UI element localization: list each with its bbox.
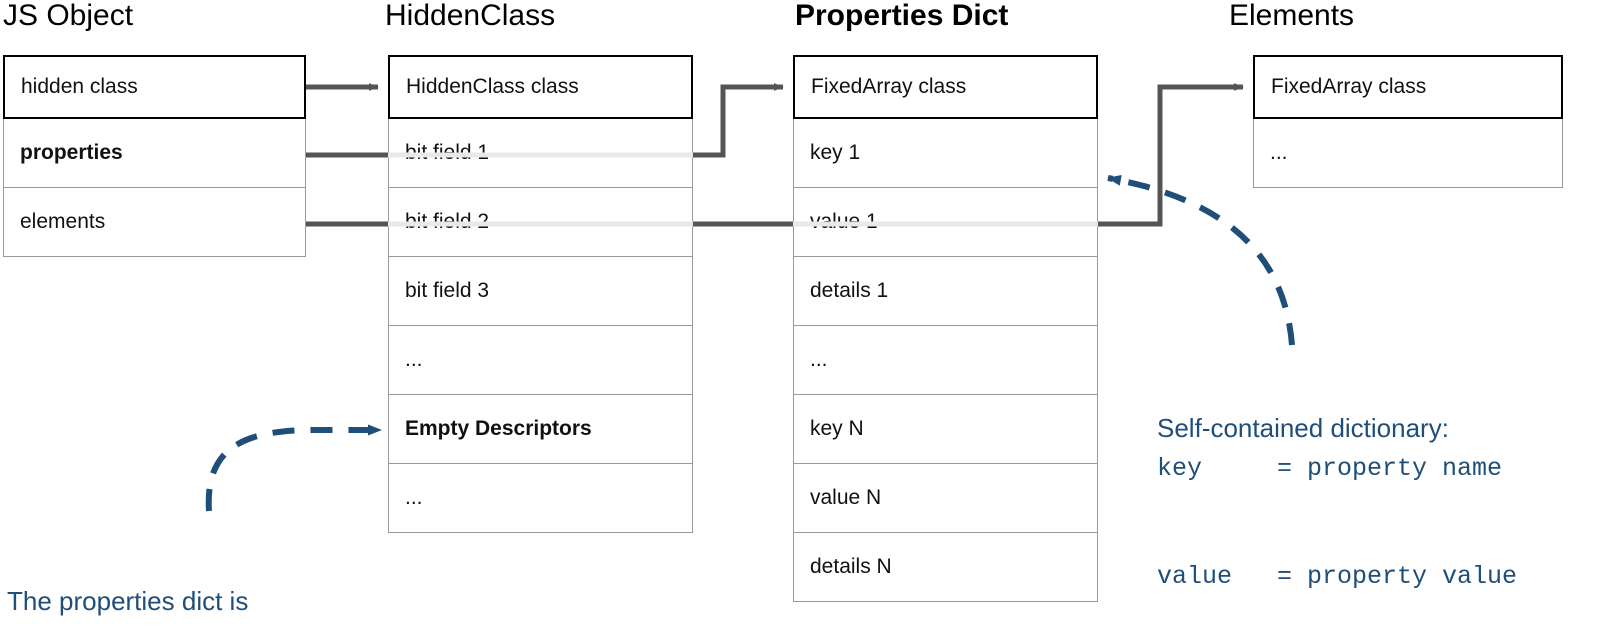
properties-dict-cell-ellipsis[interactable]: ...	[793, 326, 1098, 395]
note-self-contained-dictionary-body: key = property name value = property val…	[1157, 379, 1517, 636]
note-line: Self-contained dictionary:	[1157, 413, 1449, 443]
column-title-hidden-class: HiddenClass	[385, 0, 556, 32]
properties-dict-cell-key-1[interactable]: key 1	[793, 119, 1098, 188]
note-line: The properties dict is	[7, 586, 249, 616]
column-title-elements: Elements	[1229, 0, 1355, 32]
properties-dict-cell-details-1[interactable]: details 1	[793, 257, 1098, 326]
note-line: key = property name	[1157, 454, 1503, 483]
properties-dict-cell-value-1[interactable]: value 1	[793, 188, 1098, 257]
hidden-class-cell-bit-field-1[interactable]: bit field 1	[388, 119, 693, 188]
hidden-class-cell-ellipsis-1[interactable]: ...	[388, 326, 693, 395]
column-title-js-object: JS Object	[3, 0, 134, 32]
callout-empty-descriptors	[205, 424, 382, 512]
js-object-cell-properties[interactable]: properties	[3, 119, 306, 188]
hidden-class-cell-bit-field-3[interactable]: bit field 3	[388, 257, 693, 326]
hidden-class-cell-empty-descriptors[interactable]: Empty Descriptors	[388, 395, 693, 464]
note-line: value = property value	[1157, 562, 1518, 591]
callout-self-contained-dict	[1107, 174, 1295, 346]
properties-dict-cell-details-n[interactable]: details N	[793, 533, 1098, 602]
js-object-box: hidden class properties elements	[3, 55, 306, 257]
elements-cell-class[interactable]: FixedArray class	[1253, 55, 1563, 119]
column-title-properties-dict: Properties Dict	[795, 0, 1009, 32]
properties-dict-cell-key-n[interactable]: key N	[793, 395, 1098, 464]
hidden-class-cell-bit-field-2[interactable]: bit field 2	[388, 188, 693, 257]
properties-dict-cell-value-n[interactable]: value N	[793, 464, 1098, 533]
js-object-cell-elements[interactable]: elements	[3, 188, 306, 257]
hidden-class-box: HiddenClass class bit field 1 bit field …	[388, 55, 693, 533]
hidden-class-cell-class[interactable]: HiddenClass class	[388, 55, 693, 119]
properties-dict-cell-class[interactable]: FixedArray class	[793, 55, 1098, 119]
note-self-contained-dictionary-heading: Self-contained dictionary:	[1157, 341, 1449, 516]
properties-dict-box: FixedArray class key 1 value 1 details 1…	[793, 55, 1098, 602]
elements-cell-ellipsis[interactable]: ...	[1253, 119, 1563, 188]
hidden-class-cell-ellipsis-2[interactable]: ...	[388, 464, 693, 533]
js-object-cell-hidden-class[interactable]: hidden class	[3, 55, 306, 119]
note-properties-dict-self-contained: The properties dict is self-contained an…	[7, 514, 575, 636]
elements-box: FixedArray class ...	[1253, 55, 1563, 188]
